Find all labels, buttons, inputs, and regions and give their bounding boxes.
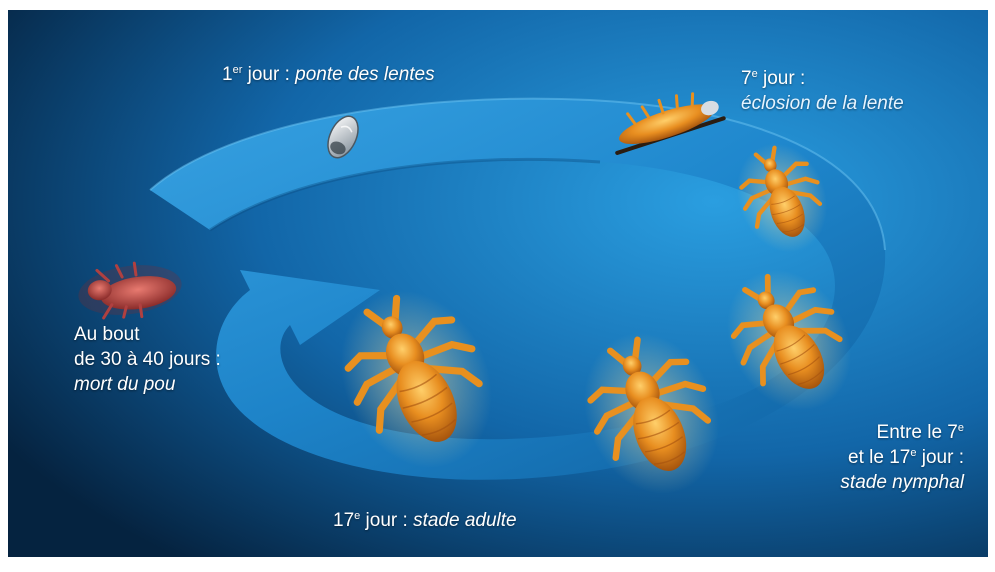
ponte-description: ponte des lentes: [295, 64, 434, 85]
nymphal-line1: Entre le 7e: [812, 420, 964, 445]
nymphal-from-text: Entre le 7: [877, 422, 958, 443]
mort-description: mort du pou: [74, 372, 221, 397]
label-adulte: 17e jour : stade adulte: [333, 508, 517, 533]
ponte-day-number: 1: [222, 64, 233, 85]
adulte-day-word: jour :: [360, 510, 413, 531]
label-nymphal: Entre le 7e et le 17e jour : stade nymph…: [812, 420, 964, 495]
label-eclosion: 7e jour : éclosion de la lente: [741, 66, 904, 116]
adulte-description: stade adulte: [413, 510, 517, 531]
label-ponte: 1er jour : ponte des lentes: [222, 62, 435, 87]
ponte-day-word: jour :: [242, 64, 295, 85]
adulte-day-number: 17: [333, 510, 354, 531]
mort-line2: de 30 à 40 jours :: [74, 347, 221, 372]
eclosion-day-line: 7e jour :: [741, 66, 904, 91]
label-mort: Au bout de 30 à 40 jours : mort du pou: [74, 322, 221, 397]
nymphal-line2: et le 17e jour :: [812, 445, 964, 470]
nymphal-description: stade nymphal: [812, 470, 964, 495]
mort-line1: Au bout: [74, 322, 221, 347]
ponte-day-suffix: er: [233, 64, 243, 76]
nymphal-from-suffix: e: [958, 422, 964, 434]
eclosion-day-number: 7: [741, 68, 752, 89]
nymphal-to-text: et le 17: [848, 447, 910, 468]
nymphal-to-word: jour :: [916, 447, 964, 468]
eclosion-day-word: jour :: [758, 68, 806, 89]
eclosion-description: éclosion de la lente: [741, 91, 904, 116]
